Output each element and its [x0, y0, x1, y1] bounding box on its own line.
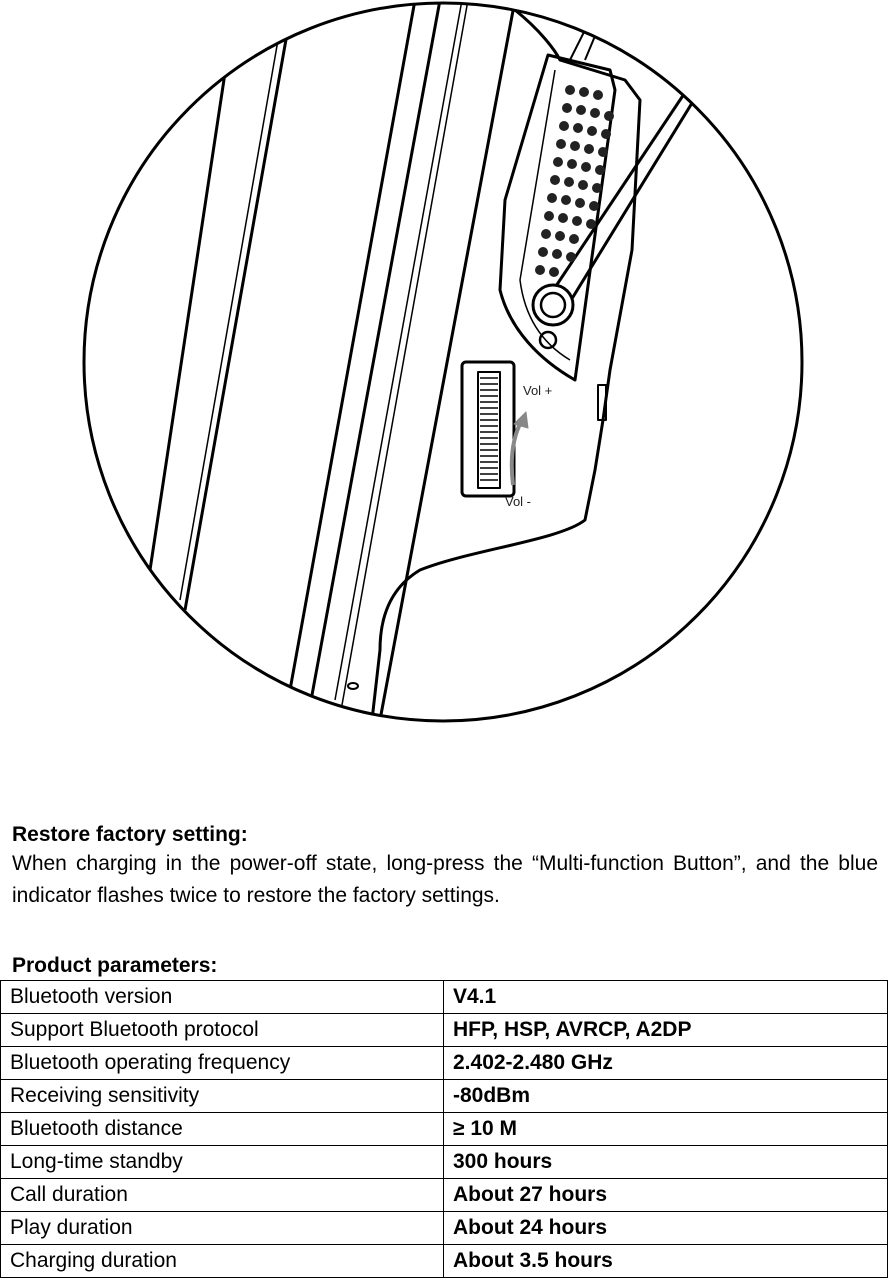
table-row: Bluetooth distance ≥ 10 M [0, 1112, 888, 1146]
product-parameters-table: Bluetooth version V4.1 Support Bluetooth… [0, 980, 888, 1278]
param-value: About 24 hours [443, 1211, 888, 1245]
table-row: Call duration About 27 hours [0, 1178, 888, 1212]
restore-heading: Restore factory setting: [12, 823, 248, 846]
param-label: Call duration [0, 1178, 444, 1212]
param-value: 2.402-2.480 GHz [443, 1046, 888, 1080]
param-label: Charging duration [0, 1244, 444, 1278]
param-label: Receiving sensitivity [0, 1079, 444, 1113]
vol-down-label: Vol - [505, 494, 531, 509]
table-row: Receiving sensitivity -80dBm [0, 1079, 888, 1113]
headphone-closeup-drawing: Vol + Vol - [82, 1, 804, 723]
table-row: Play duration About 24 hours [0, 1211, 888, 1245]
param-value: -80dBm [443, 1079, 888, 1113]
param-label: Play duration [0, 1211, 444, 1245]
table-row: Support Bluetooth protocol HFP, HSP, AVR… [0, 1013, 888, 1047]
headphone-illustration: Vol + Vol - [82, 1, 804, 723]
param-value: V4.1 [443, 980, 888, 1014]
param-value: ≥ 10 M [443, 1112, 888, 1146]
table-row: Charging duration About 3.5 hours [0, 1244, 888, 1278]
restore-instructions: When charging in the power-off state, lo… [12, 852, 878, 907]
param-label: Bluetooth version [0, 980, 444, 1014]
table-row: Long-time standby 300 hours [0, 1145, 888, 1179]
restore-section: Restore factory setting: When charging i… [12, 822, 878, 912]
param-value: About 3.5 hours [443, 1244, 888, 1278]
param-value: 300 hours [443, 1145, 888, 1179]
table-row: Bluetooth version V4.1 [0, 980, 888, 1014]
param-label: Long-time standby [0, 1145, 444, 1179]
vol-up-label: Vol + [523, 383, 552, 398]
params-heading: Product parameters: [12, 954, 218, 977]
param-label: Bluetooth operating frequency [0, 1046, 444, 1080]
param-label: Bluetooth distance [0, 1112, 444, 1146]
param-value: HFP, HSP, AVRCP, A2DP [443, 1013, 888, 1047]
param-value: About 27 hours [443, 1178, 888, 1212]
param-label: Support Bluetooth protocol [0, 1013, 444, 1047]
table-row: Bluetooth operating frequency 2.402-2.48… [0, 1046, 888, 1080]
